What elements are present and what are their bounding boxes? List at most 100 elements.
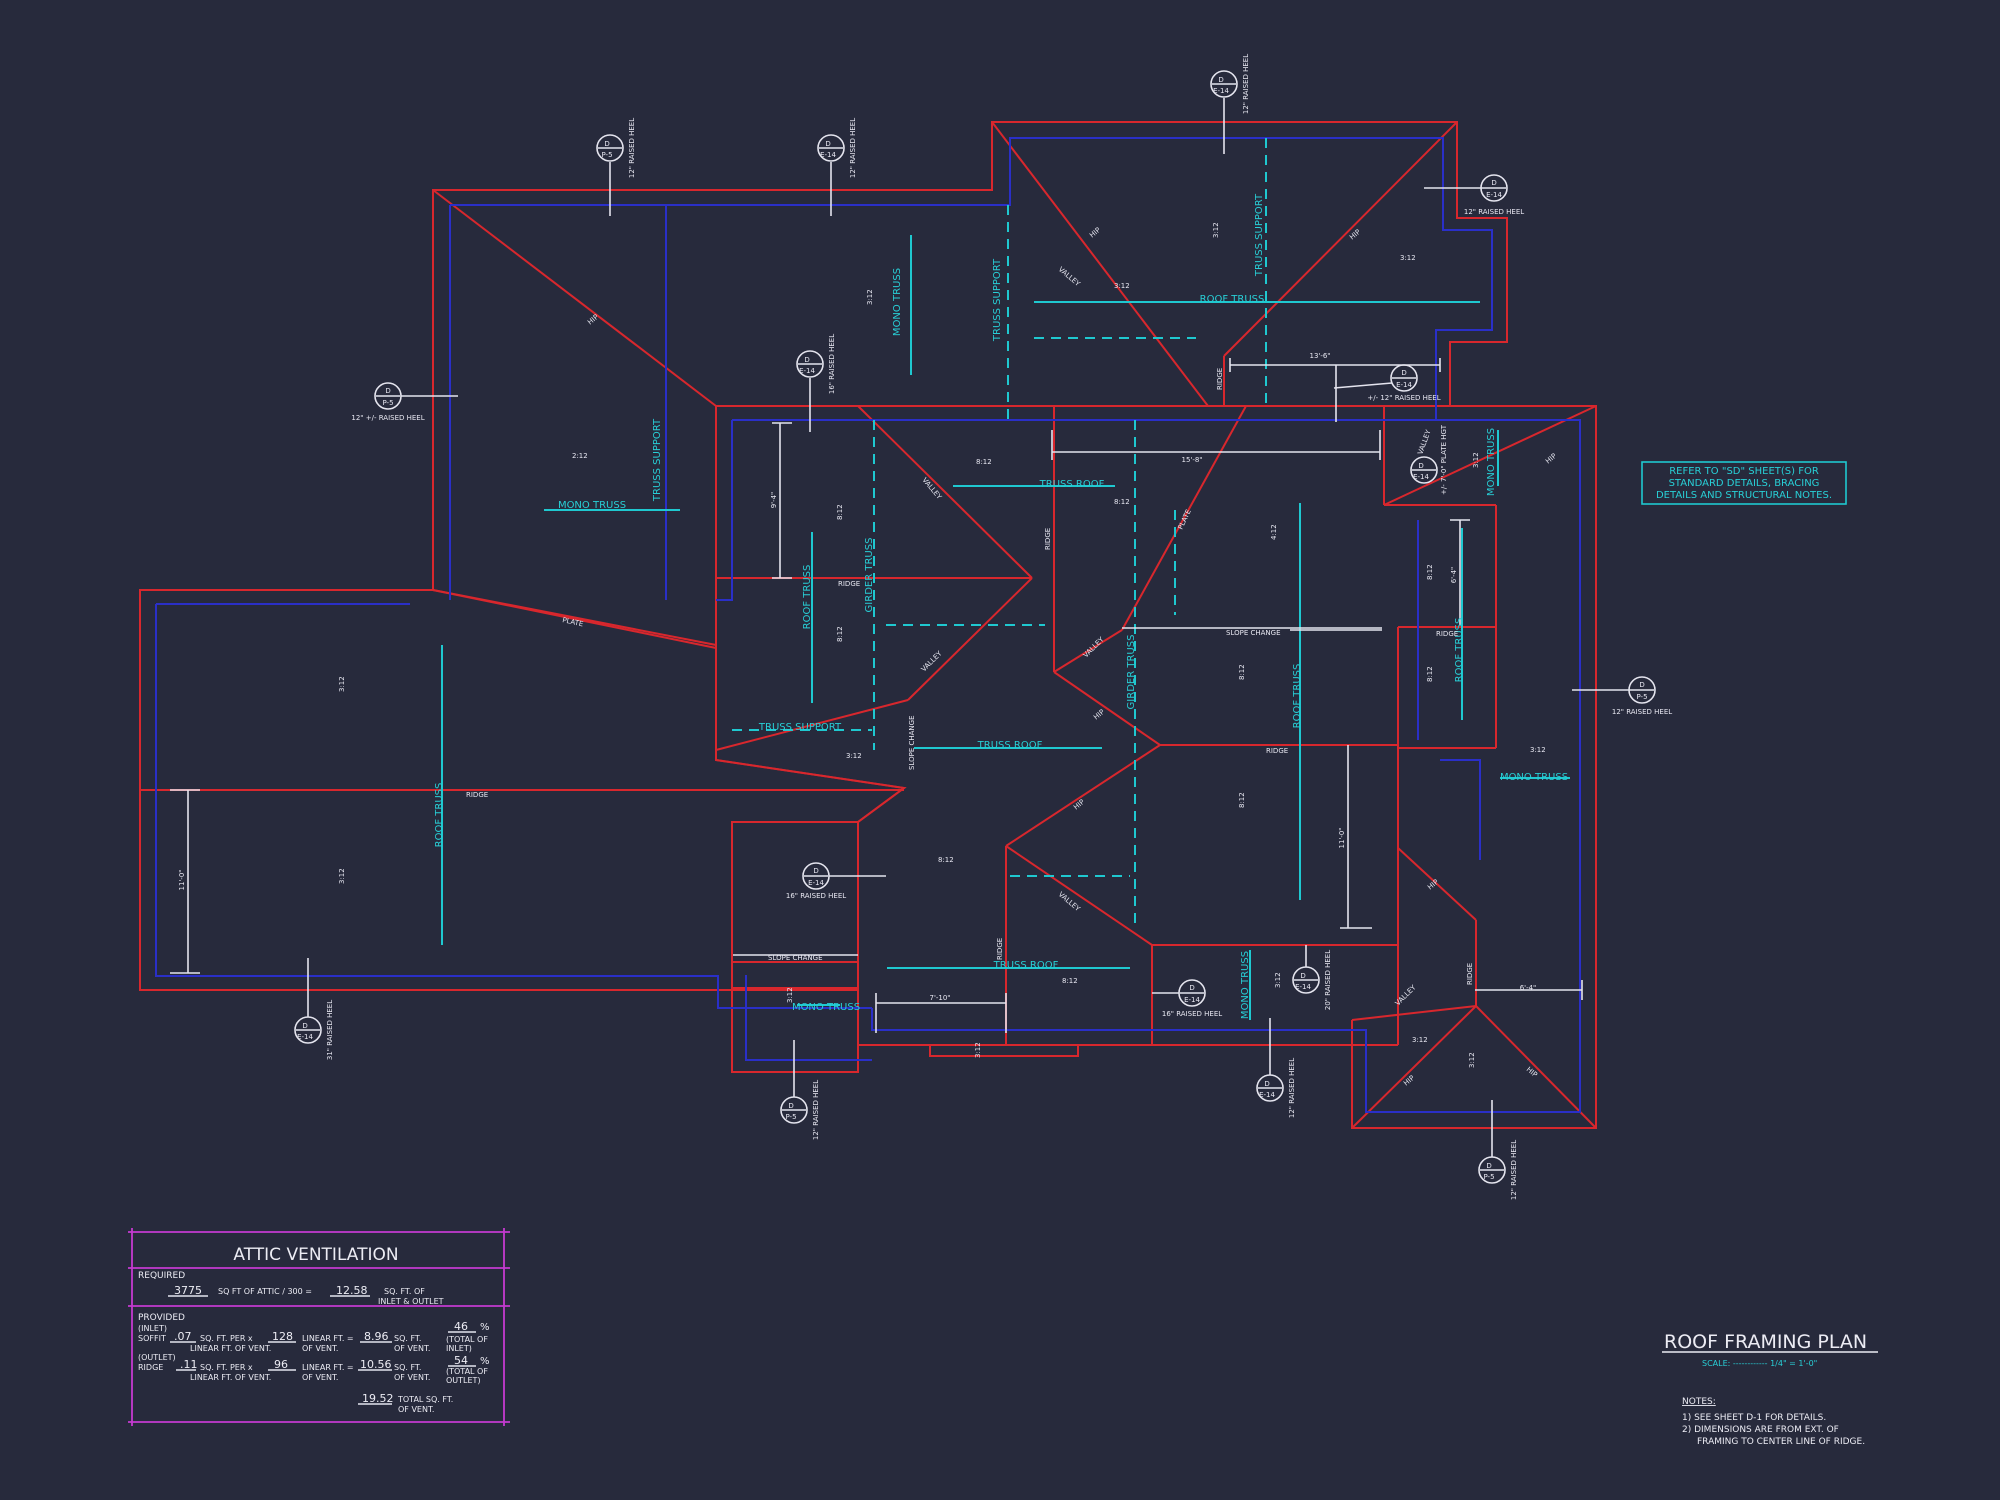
label-pitch: 8:12 [976, 458, 992, 466]
svg-text:E-14: E-14 [820, 151, 836, 159]
svg-text:46: 46 [454, 1320, 468, 1333]
svg-text:8.96: 8.96 [364, 1330, 389, 1343]
label-hip: HIP [1088, 226, 1102, 240]
svg-text:E-14: E-14 [1486, 191, 1502, 199]
dimension-label: 11'-0" [1338, 827, 1346, 848]
label-truss-support: TRUSS SUPPORT [992, 258, 1003, 342]
plan-title: ROOF FRAMING PLAN [1664, 1331, 1867, 1353]
svg-text:STANDARD DETAILS, BRACING: STANDARD DETAILS, BRACING [1669, 478, 1820, 489]
svg-text:(TOTAL OF: (TOTAL OF [446, 1367, 488, 1376]
svg-text:LINEAR FT. =: LINEAR FT. = [302, 1363, 354, 1372]
svg-text:DETAILS AND STRUCTURAL NOTES.: DETAILS AND STRUCTURAL NOTES. [1656, 490, 1832, 501]
svg-text:SOFFIT: SOFFIT [138, 1334, 166, 1343]
svg-text:16" RAISED HEEL: 16" RAISED HEEL [786, 892, 846, 900]
notes-heading: NOTES: [1682, 1397, 1716, 1407]
plan-scale: SCALE: ------------ 1/4" = 1'-0" [1702, 1359, 1817, 1368]
label-girder-truss: GIRDER TRUSS [1126, 635, 1137, 710]
label-valley: VALLEY [1416, 428, 1433, 455]
svg-text:16" RAISED HEEL: 16" RAISED HEEL [828, 334, 836, 394]
svg-text:SQ FT OF ATTIC / 300 =: SQ FT OF ATTIC / 300 = [218, 1287, 312, 1296]
svg-text:D: D [1264, 1080, 1269, 1088]
svg-text:12" RAISED HEEL: 12" RAISED HEEL [849, 118, 857, 178]
label-roof-truss: ROOF TRUSS [1454, 618, 1465, 683]
svg-text:OF VENT.: OF VENT. [302, 1344, 338, 1353]
dimension-label: 7'-10" [929, 994, 950, 1002]
note-line: 2) DIMENSIONS ARE FROM EXT. OF [1682, 1425, 1839, 1435]
detail-bubble: D E-14 16" RAISED HEEL [1152, 979, 1222, 1018]
label-valley: VALLEY [920, 649, 944, 673]
label-pitch: 2:12 [572, 452, 588, 460]
dimension-lines [170, 358, 1583, 1033]
label-pitch: 3:12 [1530, 746, 1546, 754]
svg-text:(INLET): (INLET) [138, 1324, 167, 1333]
truss-direction-lines [441, 138, 1570, 1020]
detail-bubble: D E-14 12" RAISED HEEL [1256, 1018, 1296, 1118]
svg-text:54: 54 [454, 1354, 468, 1367]
label-pitch: 3:12 [1114, 282, 1130, 290]
label-mono-truss: MONO TRUSS [1240, 951, 1251, 1019]
svg-text:INLET & OUTLET: INLET & OUTLET [378, 1297, 444, 1306]
label-pitch: 8:12 [1426, 666, 1434, 682]
refer-note: REFER TO "SD" SHEET(S) FOR STANDARD DETA… [1641, 461, 1847, 505]
label-ridge: RIDGE [838, 580, 860, 588]
label-mono-truss: MONO TRUSS [792, 1002, 860, 1013]
svg-text:SQ. FT. PER x: SQ. FT. PER x [200, 1334, 253, 1343]
svg-text:OUTLET): OUTLET) [446, 1376, 481, 1385]
svg-text:LINEAR FT. =: LINEAR FT. = [302, 1334, 354, 1343]
label-truss-roof: TRUSS ROOF [993, 960, 1059, 971]
svg-text:D: D [788, 1102, 793, 1110]
detail-bubble: D E-14 12" RAISED HEEL [1210, 54, 1250, 154]
label-ridge: RIDGE [466, 791, 488, 799]
svg-text:12" +/- RAISED HEEL: 12" +/- RAISED HEEL [351, 414, 424, 422]
svg-text:OF VENT.: OF VENT. [394, 1344, 430, 1353]
svg-text:D: D [1401, 369, 1406, 377]
label-girder-truss: GIRDER TRUSS [864, 538, 875, 613]
svg-text:LINEAR FT. OF VENT.: LINEAR FT. OF VENT. [190, 1373, 271, 1382]
svg-text:E-14: E-14 [1295, 983, 1311, 991]
dimension-label: 6'-4" [1450, 567, 1458, 584]
label-pitch: 3:12 [338, 676, 346, 692]
label-truss-roof: TRUSS ROOF [1039, 479, 1105, 490]
label-mono-truss: MONO TRUSS [892, 268, 903, 336]
svg-text:+/- 12" RAISED HEEL: +/- 12" RAISED HEEL [1367, 394, 1440, 402]
detail-bubble: D E-14 12" RAISED HEEL [817, 118, 857, 216]
svg-text:12" RAISED HEEL: 12" RAISED HEEL [812, 1080, 820, 1140]
detail-bubble: D P-5 12" RAISED HEEL [780, 1040, 820, 1140]
label-roof-truss: ROOF TRUSS [434, 783, 445, 848]
label-ridge: RIDGE [1436, 630, 1458, 638]
label-slope-change: SLOPE CHANGE [1226, 629, 1281, 637]
svg-text:31" RAISED HEEL: 31" RAISED HEEL [326, 1000, 334, 1060]
detail-bubble: D P-5 12" RAISED HEEL [1478, 1100, 1518, 1200]
svg-text:E-14: E-14 [1396, 381, 1412, 389]
svg-text:D: D [825, 140, 830, 148]
detail-bubble: D E-14 +/- 7'-0" PLATE HGT [1410, 424, 1448, 495]
svg-text:D: D [813, 867, 818, 875]
label-pitch: 3:12 [1400, 254, 1416, 262]
label-ridge: RIDGE [1266, 747, 1288, 755]
svg-text:%: % [480, 1322, 490, 1333]
detail-bubble: D E-14 16" RAISED HEEL [786, 862, 886, 900]
svg-text:OF VENT.: OF VENT. [302, 1373, 338, 1382]
svg-text:TOTAL SQ. FT.: TOTAL SQ. FT. [397, 1395, 453, 1404]
svg-text:D: D [1639, 681, 1644, 689]
dimension-label: 11'-0" [178, 869, 186, 890]
dimension-label: 15'-8" [1181, 456, 1202, 464]
label-valley: VALLEY [1057, 265, 1082, 288]
svg-text:D: D [804, 356, 809, 364]
dimension-label: 9'-4" [770, 492, 778, 509]
detail-callouts: D P-5 12" RAISED HEEL D E-14 12" RAISED … [294, 54, 1672, 1200]
svg-text:E-14: E-14 [1184, 996, 1200, 1004]
label-plate: PLATE [1177, 508, 1193, 531]
svg-text:P-5: P-5 [382, 399, 393, 407]
label-roof-truss: ROOF TRUSS [802, 565, 813, 630]
svg-text:12" RAISED HEEL: 12" RAISED HEEL [1242, 54, 1250, 114]
detail-bubble: D E-14 20" RAISED HEEL [1292, 945, 1332, 1010]
label-hip: HIP [1072, 798, 1086, 812]
svg-text:E-14: E-14 [297, 1033, 313, 1041]
label-pitch: 3:12 [1412, 1036, 1428, 1044]
svg-text:12" RAISED HEEL: 12" RAISED HEEL [628, 118, 636, 178]
label-hip: HIP [1426, 878, 1440, 892]
svg-text:P-5: P-5 [601, 151, 612, 159]
svg-text:RIDGE: RIDGE [138, 1363, 163, 1372]
